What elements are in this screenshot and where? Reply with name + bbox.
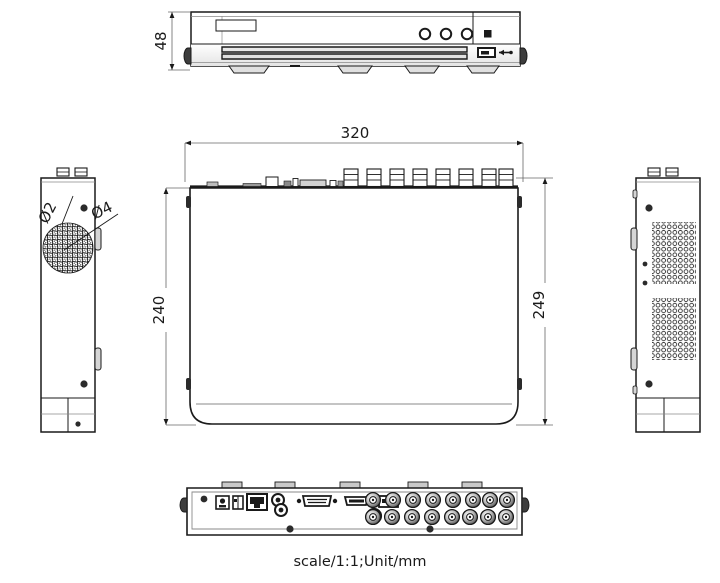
left-side-view: Ø2 Ø4 (35, 167, 119, 433)
left-side-latches (94, 227, 102, 371)
front-strip-lower (221, 53, 468, 60)
top-view: 320 240 249 (150, 124, 553, 426)
top-rear-bnc-bumps (343, 168, 514, 188)
rear-left-endcap (179, 497, 188, 513)
ir-receiver-icon (484, 30, 492, 38)
front-view: 48 (152, 11, 528, 74)
usb-arrow-icon (499, 49, 513, 56)
bnc-connector (461, 508, 479, 526)
bnc-connector (364, 508, 382, 526)
bnc-connector (404, 491, 422, 509)
dimension-depth-240: 240 (150, 187, 196, 426)
top-rear-port-bumps (206, 176, 344, 187)
rear-rj45-port (246, 493, 268, 511)
left-side-screws (75, 204, 88, 427)
dimension-label-240: 240 (150, 296, 168, 325)
front-usb-port (477, 47, 513, 58)
front-right-endcap (519, 47, 528, 65)
right-side-view (630, 167, 701, 433)
ir-window (215, 19, 257, 32)
top-bnc-bump (498, 168, 514, 188)
top-bnc-bump (412, 168, 428, 188)
top-bnc-bump (458, 168, 474, 188)
top-chassis-outline (189, 187, 519, 425)
bnc-connector (481, 491, 499, 509)
right-side-latches (630, 189, 638, 395)
bnc-connector (444, 491, 462, 509)
dimension-label-48: 48 (152, 31, 170, 50)
rear-right-endcap (521, 497, 530, 513)
top-bnc-bump (343, 168, 359, 188)
bnc-connector (403, 508, 421, 526)
bnc-connector (443, 508, 461, 526)
rear-power-connector (215, 495, 230, 510)
right-top-connector-bumps (647, 167, 679, 177)
rear-view (179, 481, 530, 536)
bnc-connector (384, 491, 402, 509)
rear-bottom-screws (286, 525, 434, 533)
drawing-caption: scale/1:1;Unit/mm (293, 554, 426, 570)
led-indicator-3 (460, 27, 474, 41)
dimension-depth-249: 249 (516, 177, 553, 426)
top-bnc-bump (389, 168, 405, 188)
top-side-tabs (186, 196, 522, 390)
top-bnc-bump (481, 168, 497, 188)
left-circular-vent (42, 222, 94, 274)
bnc-connector (479, 508, 497, 526)
right-side-screws (642, 204, 653, 388)
bnc-connector (423, 508, 441, 526)
top-bnc-bump (366, 168, 382, 188)
top-bnc-bump (435, 168, 451, 188)
bnc-connector (498, 491, 516, 509)
dimension-height-48: 48 (152, 11, 190, 71)
front-strip-upper (221, 46, 468, 53)
rear-hdmi-port (343, 496, 370, 506)
led-indicator-1 (418, 27, 432, 41)
led-indicator-2 (439, 27, 453, 41)
rear-power-switch (232, 495, 244, 510)
right-vent-grid-upper (652, 222, 696, 284)
right-vent-grid-lower (652, 298, 696, 360)
rear-bnc-row-bottom (364, 508, 515, 526)
rear-bnc-row-top (364, 491, 516, 509)
front-led-indicators (418, 27, 492, 41)
dimension-label-320: 320 (341, 124, 370, 142)
front-lower-band (191, 43, 520, 66)
bnc-connector (383, 508, 401, 526)
front-feet (228, 65, 500, 74)
rear-corner-screw (200, 495, 208, 503)
bnc-connector (424, 491, 442, 509)
rear-vga-port (296, 495, 338, 507)
rear-top-tabs (221, 481, 483, 489)
dimension-label-249: 249 (530, 291, 548, 320)
bnc-connector (497, 508, 515, 526)
bnc-connector (464, 491, 482, 509)
bnc-connector (364, 491, 382, 509)
front-left-endcap (183, 47, 192, 65)
left-top-connector-bumps (56, 167, 88, 177)
rear-audio-jacks (271, 493, 288, 517)
dimension-width-320: 320 (184, 124, 524, 182)
